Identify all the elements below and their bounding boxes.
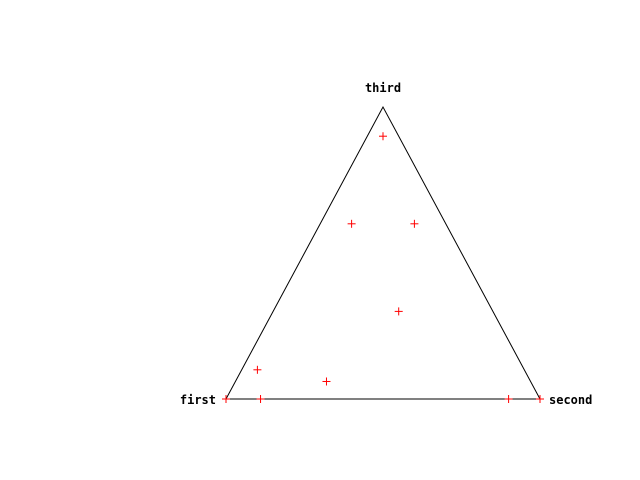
data-point-5 — [379, 132, 387, 141]
data-points — [222, 132, 544, 403]
vertex-label-second: second — [549, 393, 592, 407]
data-point-9 — [347, 219, 356, 228]
data-point-3 — [504, 395, 513, 403]
vertex-label-third: third — [365, 81, 401, 95]
data-point-10 — [410, 219, 419, 228]
data-point-4 — [536, 395, 544, 403]
ternary-triangle — [225, 105, 541, 400]
data-point-6 — [253, 365, 262, 374]
vertex-label-first: first — [180, 393, 216, 407]
data-point-7 — [322, 377, 331, 386]
data-point-8 — [394, 307, 403, 316]
data-point-1 — [222, 395, 230, 403]
data-point-2 — [256, 395, 265, 403]
